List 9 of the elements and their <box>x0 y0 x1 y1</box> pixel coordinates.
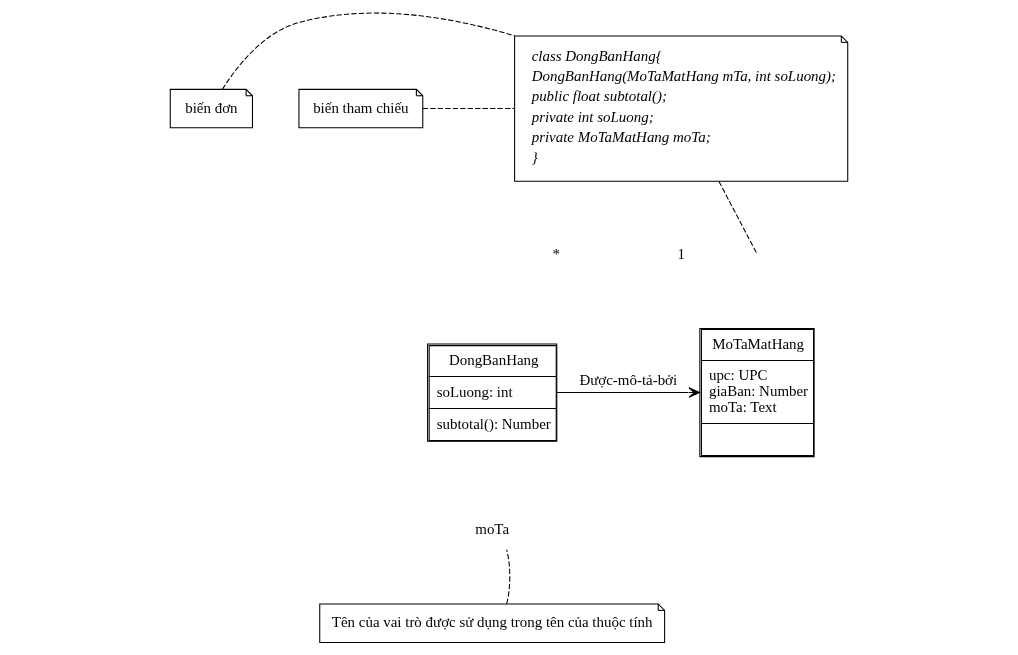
connector <box>718 180 758 255</box>
arrow <box>556 387 701 398</box>
connector <box>221 12 516 90</box>
label: 1 <box>677 245 685 262</box>
connector <box>506 549 511 605</box>
node-text: moTa <box>475 521 510 538</box>
connector <box>422 108 515 110</box>
label: * <box>552 245 560 262</box>
edge-label: Được-mô-tả-bởi <box>579 372 678 389</box>
